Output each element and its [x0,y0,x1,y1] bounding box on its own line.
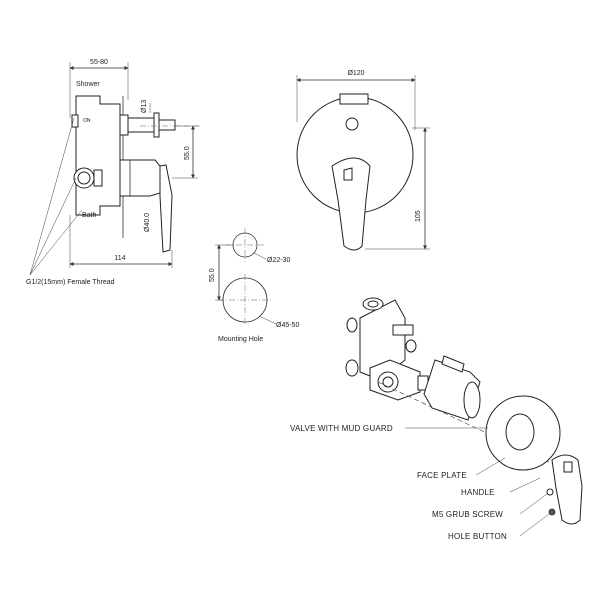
dim-length-label: 114 [114,255,125,262]
dim-body-label: Ø40.0 [144,213,151,232]
side-valve-body: ON [71,95,121,216]
exploded-valve-label: VALVE WITH MUD GUARD [290,424,393,433]
dim-stem-label: Ø13 [141,100,148,113]
exploded-handle [551,454,583,525]
dim-front-height: 105 [415,210,422,222]
label-shower: Shower [76,81,100,88]
side-handle [119,159,173,253]
dim-width-label: 55-80 [90,59,108,66]
side-spindle [127,112,200,138]
front-stem-cap [339,93,369,105]
dim-front-diameter: Ø120 [347,70,364,77]
label-bath: Bath [82,212,97,219]
svg-text:ON: ON [83,118,91,124]
front-handle [331,157,371,251]
mount-spacing-label: 55.0 [209,268,216,282]
side-view: 55-80 ON Ø13 [26,59,200,286]
dim-offset-label: 55.0 [184,146,191,160]
exploded-grub-label: M5 GRUB SCREW [432,510,503,519]
exploded-mud-guard [423,355,481,421]
exploded-button-label: HOLE BUTTON [448,532,507,541]
exploded-view: VALVE WITH MUD GUARD FACE PLATE HANDLE M… [290,297,583,541]
exploded-face-plate-label: FACE PLATE [417,471,467,480]
exploded-handle-label: HANDLE [461,488,495,497]
mount-large-label: Ø45-50 [276,322,299,329]
mounting-hole-view: Ø22-30 Ø45-50 55.0 Mounting Hole [209,228,299,343]
mount-caption: Mounting Hole [218,336,263,343]
label-thread: G1/2(15mm) Female Thread [26,279,115,286]
front-view: Ø120 105 [296,70,430,251]
mount-small-label: Ø22-30 [267,257,290,264]
exploded-hole-button [548,508,556,516]
exploded-grub-screw [546,488,554,496]
exploded-valve [345,297,429,401]
